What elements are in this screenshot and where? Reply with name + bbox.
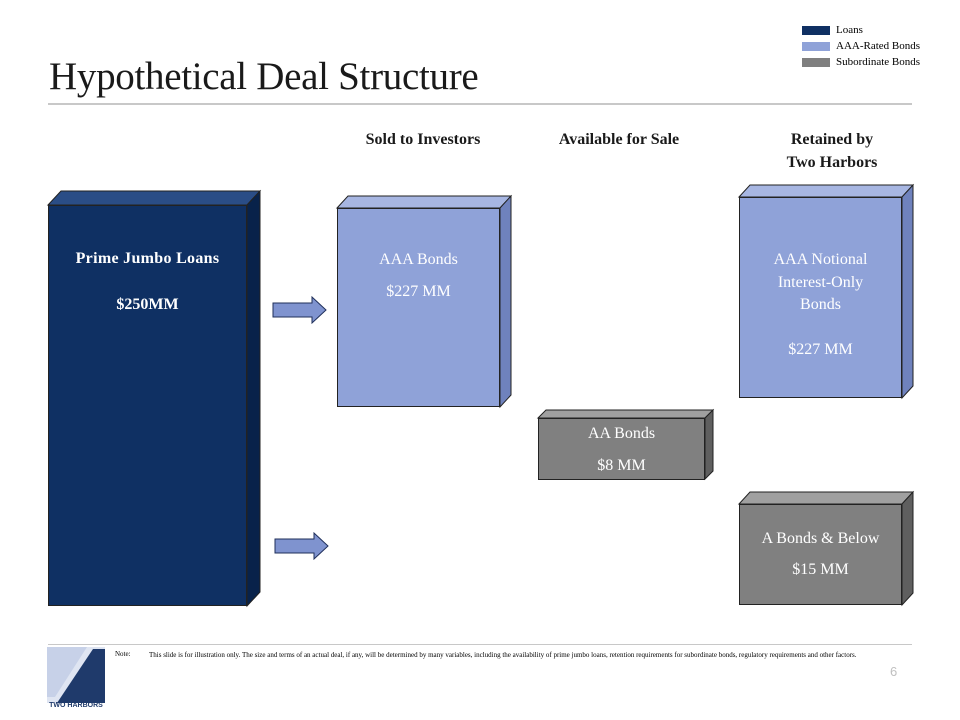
subordinate-bonds-box: A Bonds & Below $15 MM [737, 490, 915, 607]
column-header-retained: Retained by Two Harbors [747, 128, 917, 174]
page-title: Hypothetical Deal Structure [49, 55, 479, 98]
legend-item-subordinate: Subordinate Bonds [802, 54, 920, 70]
io-bonds-box-line3: Bonds [800, 296, 841, 313]
io-bonds-box-line1: AAA Notional [773, 251, 868, 268]
legend-item-loans: Loans [802, 22, 920, 38]
aa-bonds-box: AA Bonds $8 MM [536, 408, 715, 481]
io-bonds-box: AAA Notional Interest-Only Bonds $227 MM [737, 183, 915, 400]
legend-item-aaa: AAA-Rated Bonds [802, 38, 920, 54]
legend-swatch-loans [802, 25, 830, 35]
subordinate-bonds-box-name: A Bonds & Below [761, 530, 880, 547]
column-header-retained-line1: Retained by [790, 131, 874, 148]
column-header-sold: Sold to Investors [365, 131, 481, 148]
legend: Loans AAA-Rated Bonds Subordinate Bonds [802, 22, 920, 70]
aa-bonds-box-name: AA Bonds [587, 425, 656, 442]
aa-bonds-box-amount: $8 MM [597, 457, 646, 474]
loans-box-depth [46, 189, 262, 608]
aaa-bonds-box-depth [335, 194, 513, 409]
arrow-right-icon [272, 296, 327, 324]
two-harbors-logo-icon [47, 647, 105, 703]
io-bonds-box-line2: Interest-Only [777, 274, 864, 291]
loans-box: Prime Jumbo Loans $250MM [46, 189, 262, 608]
note-text: This slide is for illustration only. The… [149, 651, 857, 659]
legend-label-subordinate: Subordinate Bonds [836, 56, 921, 68]
arrow-right-icon [274, 532, 329, 560]
loans-box-name: Prime Jumbo Loans [75, 250, 220, 267]
legend-swatch-aaa [802, 41, 830, 51]
subordinate-bonds-box-depth [737, 490, 915, 607]
footer-divider [48, 644, 912, 645]
page-number: 6 [890, 664, 898, 679]
column-header-retained-line2: Two Harbors [786, 154, 878, 171]
subordinate-bonds-box-amount: $15 MM [792, 561, 849, 578]
legend-swatch-subordinate [802, 57, 830, 67]
aaa-bonds-box-name: AAA Bonds [379, 251, 458, 268]
aaa-bonds-box: AAA Bonds $227 MM [335, 194, 513, 409]
io-bonds-box-depth [737, 183, 915, 400]
loans-box-amount: $250MM [116, 296, 179, 313]
legend-label-aaa: AAA-Rated Bonds [836, 40, 921, 52]
column-header-available: Available for Sale [558, 131, 680, 148]
io-bonds-box-amount: $227 MM [788, 341, 853, 358]
note-label: Note: [115, 650, 131, 658]
aa-bonds-box-depth [536, 408, 715, 481]
aaa-bonds-box-amount: $227 MM [386, 283, 451, 300]
legend-label-loans: Loans [836, 24, 863, 36]
logo-text: TWO HARBORS [49, 702, 103, 709]
title-divider [48, 103, 912, 105]
